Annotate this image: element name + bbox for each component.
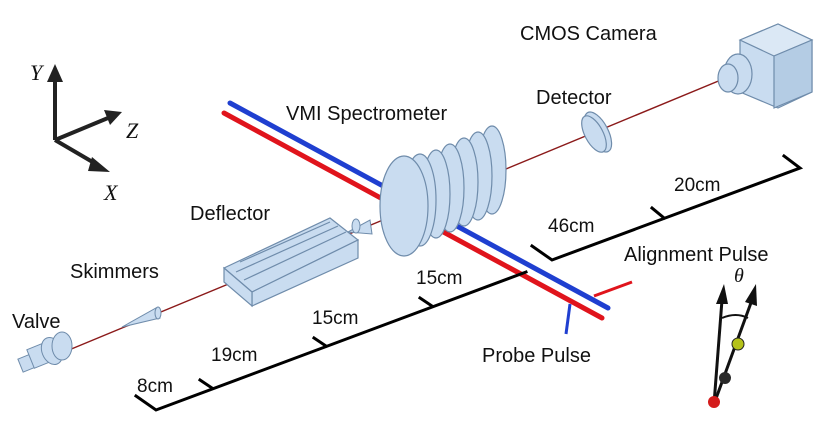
distance-label-20cm: 20cm bbox=[674, 175, 720, 196]
axis-label-x: X bbox=[103, 180, 119, 205]
coordinate-axes bbox=[47, 64, 122, 172]
axis-label-z: Z bbox=[126, 118, 139, 143]
cmos-camera bbox=[717, 23, 814, 109]
distance-scale-lower bbox=[133, 270, 528, 412]
label-probe-pulse: Probe Pulse bbox=[482, 345, 591, 367]
vmi-spectrometer bbox=[379, 125, 507, 257]
molecule-atom-top bbox=[731, 337, 745, 351]
distance-label-8cm: 8cm bbox=[137, 376, 173, 397]
distance-label-46cm: 46cm bbox=[548, 216, 594, 237]
label-deflector: Deflector bbox=[190, 203, 270, 225]
molecule-atom-bottom bbox=[708, 396, 720, 408]
deflector bbox=[222, 217, 360, 308]
label-vmi-spectrometer: VMI Spectrometer bbox=[286, 103, 448, 125]
label-detector: Detector bbox=[536, 87, 612, 109]
axis-label-y: Y bbox=[30, 60, 45, 85]
distance-label-15cm-b: 15cm bbox=[416, 268, 462, 289]
label-valve: Valve bbox=[12, 311, 61, 333]
detector bbox=[581, 111, 613, 153]
label-cmos-camera: CMOS Camera bbox=[520, 23, 658, 45]
alignment-pulse-pointer bbox=[593, 280, 633, 298]
label-alignment-pulse: Alignment Pulse bbox=[624, 244, 769, 266]
probe-pulse-pointer bbox=[564, 303, 572, 335]
molecule-alignment-diagram bbox=[708, 284, 757, 408]
distance-scale-upper bbox=[529, 153, 804, 262]
skimmer-cones bbox=[121, 218, 373, 328]
distance-label-19cm: 19cm bbox=[211, 345, 257, 366]
angle-theta-label: θ bbox=[734, 265, 744, 287]
molecule-atom-mid bbox=[719, 372, 731, 384]
label-skimmers: Skimmers bbox=[70, 261, 159, 283]
distance-label-15cm-a: 15cm bbox=[312, 308, 358, 329]
valve bbox=[17, 331, 73, 373]
